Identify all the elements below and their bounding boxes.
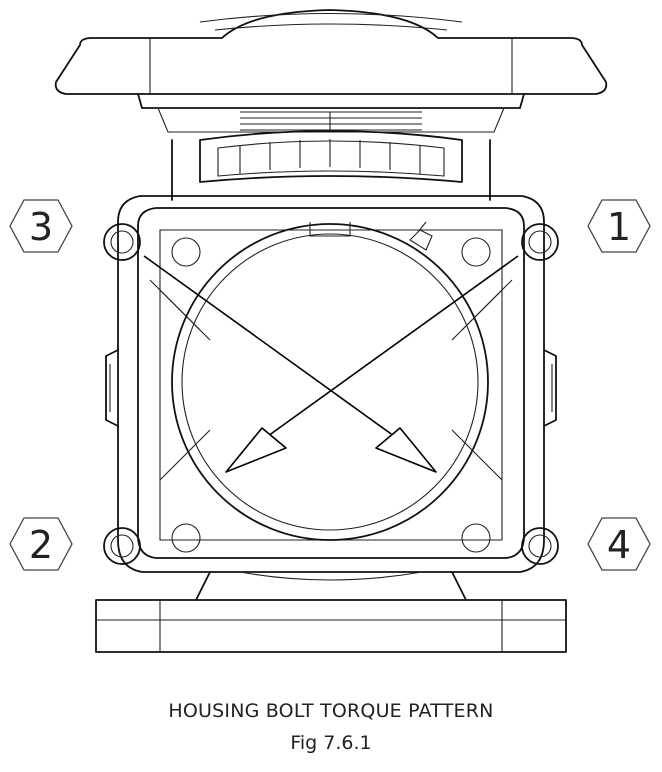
figure-number: Fig 7.6.1 bbox=[290, 732, 372, 754]
bolt-order-1: 1 bbox=[607, 205, 631, 249]
motor-cap bbox=[54, 9, 608, 133]
hex-label-1: 1 bbox=[587, 199, 651, 253]
arrow-1-to-2 bbox=[225, 255, 519, 473]
bolt-order-4: 4 bbox=[607, 523, 631, 567]
bolt-bottom-right bbox=[461, 523, 559, 565]
arrow-3-to-4 bbox=[143, 255, 437, 473]
hex-label-2: 2 bbox=[9, 517, 73, 571]
bolt-top-left bbox=[103, 223, 201, 267]
hex-label-3: 3 bbox=[9, 199, 73, 253]
bolt-order-2: 2 bbox=[29, 523, 53, 567]
housing-base bbox=[95, 571, 567, 653]
figure-caption-title: HOUSING BOLT TORQUE PATTERN bbox=[168, 700, 494, 722]
housing-body bbox=[105, 195, 557, 573]
hex-label-4: 4 bbox=[587, 517, 651, 571]
bolt-order-3: 3 bbox=[29, 205, 53, 249]
sensor-detail bbox=[409, 221, 433, 251]
pump-housing-drawing: 3 1 2 4 bbox=[9, 9, 651, 653]
bolt-bottom-left bbox=[103, 523, 201, 565]
volute-circle bbox=[171, 222, 489, 541]
bolt-top-right bbox=[461, 223, 559, 267]
terminal-box bbox=[171, 130, 491, 201]
